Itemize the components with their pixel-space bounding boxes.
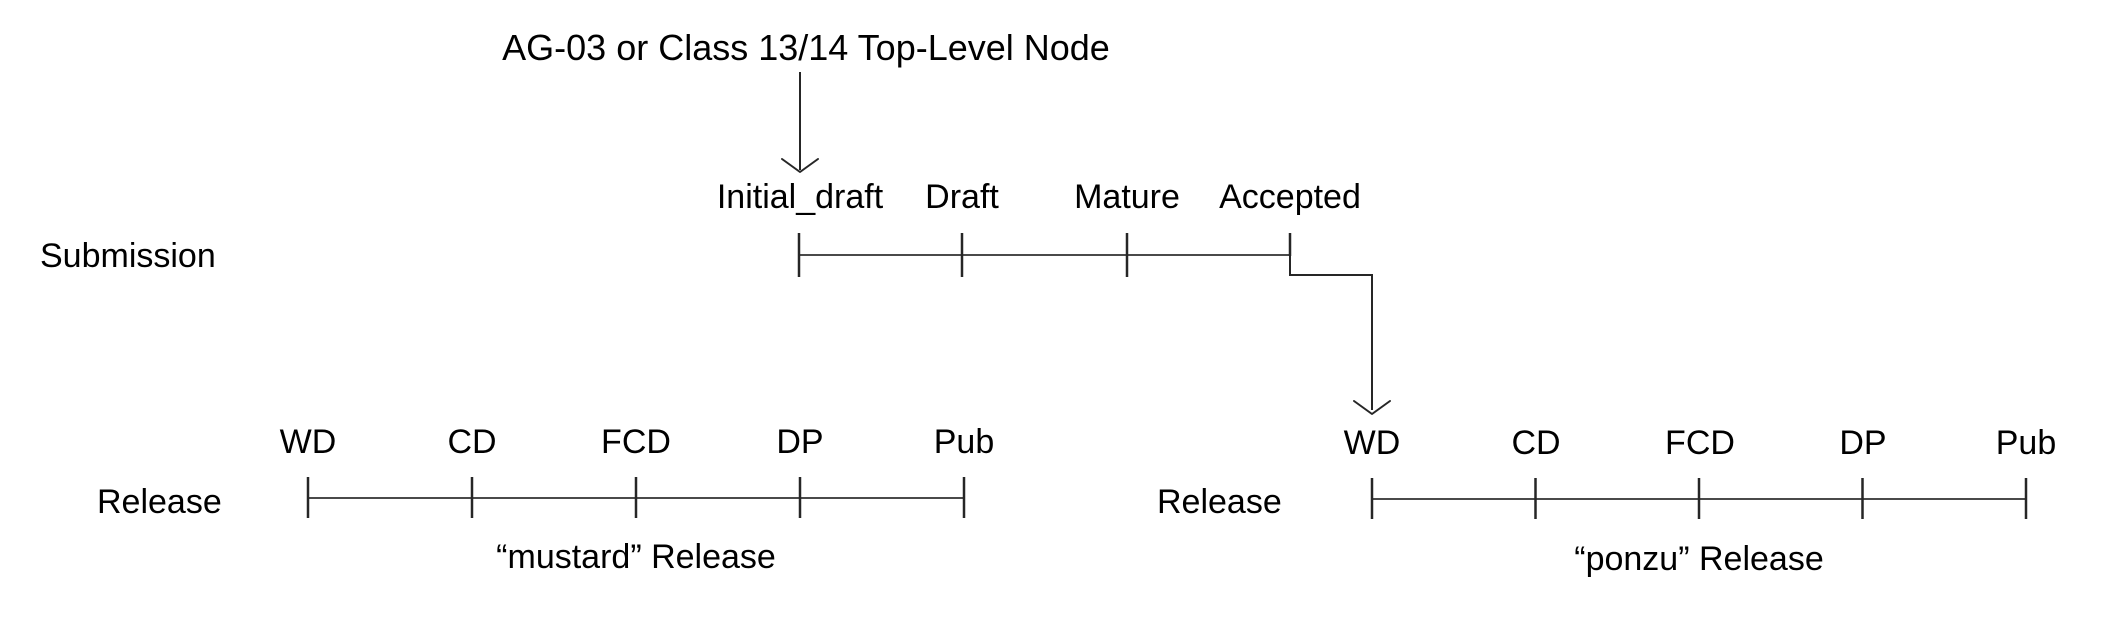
ponzu-stage-wd: WD [1343,424,1401,462]
submission-row-label: Submission [40,237,216,275]
submission-stage-draft: Draft [925,178,999,216]
mustard-stage-wd: WD [279,423,337,461]
accepted-to-release-arrow [1289,255,1391,415]
submission-stage-accepted: Accepted [1219,178,1361,216]
down-arrowhead-icon [781,158,819,173]
ponzu-row-label: Release [1157,483,1282,521]
ponzu-release-timeline [1370,478,2028,519]
mustard-stage-dp: DP [776,423,824,461]
mustard-release-timeline [306,477,966,518]
ponzu-stage-dp: DP [1839,424,1887,462]
top-level-node-title: AG-03 or Class 13/14 Top-Level Node [502,27,1110,68]
mustard-stage-pub: Pub [933,423,995,461]
submission-stage-mature: Mature [1074,178,1180,216]
mustard-stage-cd: CD [447,423,497,461]
title-to-submission-arrow [781,72,819,173]
mustard-release-caption: “mustard” Release [496,538,776,576]
mustard-stage-fcd: FCD [601,423,671,461]
ponzu-stage-pub: Pub [1995,424,2057,462]
ponzu-stage-fcd: FCD [1665,424,1735,462]
mustard-row-label: Release [97,483,222,521]
ponzu-release-caption: “ponzu” Release [1574,540,1824,578]
down-arrowhead-icon [1353,400,1391,415]
ponzu-stage-cd: CD [1511,424,1561,462]
elbow-connector-line [1289,255,1373,410]
submission-stage-initial-draft: Initial_draft [716,178,884,216]
submission-timeline [797,233,1292,277]
